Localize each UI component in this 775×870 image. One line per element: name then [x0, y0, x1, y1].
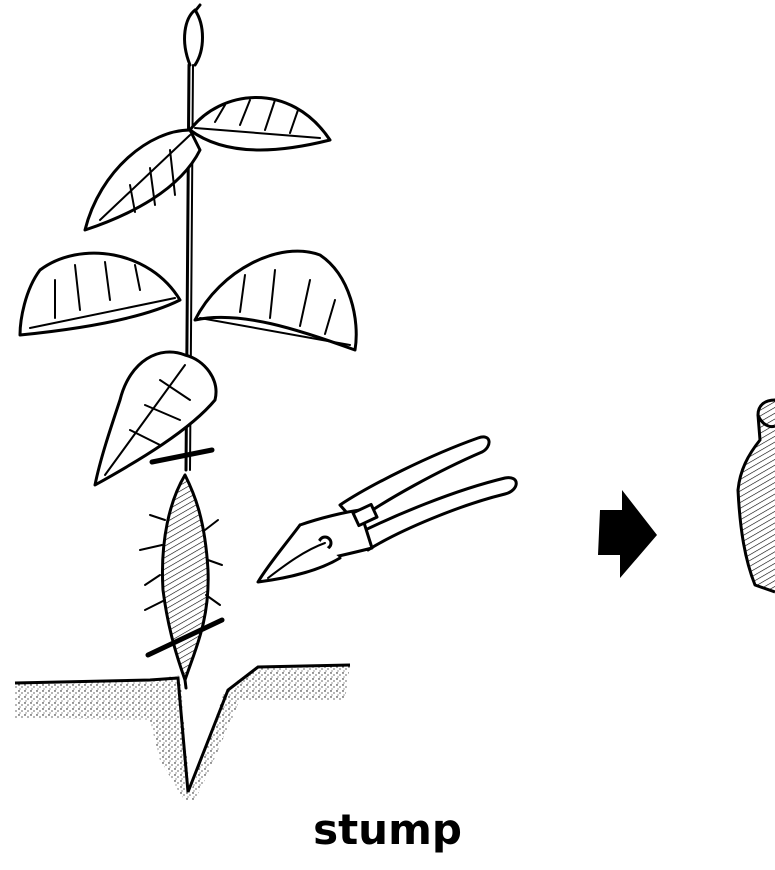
seedling-icon: [20, 5, 356, 688]
pruning-shears-icon: [258, 437, 516, 582]
figure-caption: stump: [0, 800, 775, 860]
arrow-right-icon: [598, 490, 657, 578]
stump-preparation-illustration: [0, 0, 775, 800]
stump-cutting-icon: [738, 400, 775, 592]
soil-trench-icon: [15, 665, 350, 800]
